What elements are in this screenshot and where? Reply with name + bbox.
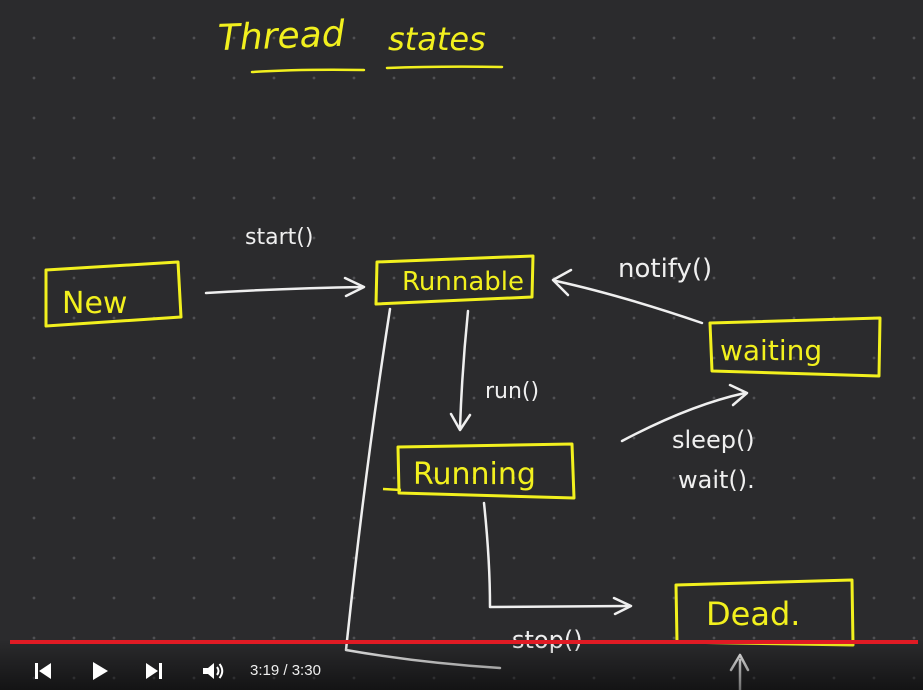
arrow-waiting-to-runnable <box>554 279 704 325</box>
volume-icon <box>203 663 224 679</box>
arrow-new-to-runnable <box>204 285 365 295</box>
arrow-running-to-dead <box>482 501 630 609</box>
time-display: 3:19 / 3:30 <box>250 662 321 679</box>
arrow-running-to-waiting <box>620 391 747 443</box>
arrow-runnable-to-running <box>458 309 470 430</box>
arrow-waiting-to-runnable-head <box>551 268 573 297</box>
state-label-new: New <box>62 286 127 321</box>
state-box-running <box>396 442 576 500</box>
skip-next-icon <box>146 663 162 679</box>
transition-label-start: start() <box>245 225 313 250</box>
arrow-new-to-runnable-head <box>343 276 366 298</box>
play-icon <box>93 662 108 680</box>
title-word-states: states <box>388 20 486 58</box>
arrow-running-to-waiting-head <box>728 383 749 407</box>
previous-button[interactable] <box>28 656 58 686</box>
state-label-running: Running <box>413 457 536 492</box>
title-word-thread: Thread <box>217 14 346 59</box>
title-underline-1 <box>250 68 366 74</box>
arrow-runnable-to-running-head <box>449 412 472 432</box>
state-box-waiting <box>708 316 882 378</box>
state-label-dead: Dead. <box>706 595 800 633</box>
volume-button[interactable] <box>198 656 228 686</box>
play-button[interactable] <box>84 656 114 686</box>
state-label-waiting: waiting <box>720 334 822 367</box>
time-separator: / <box>279 662 292 679</box>
player-controls-bar <box>0 640 923 690</box>
transition-label-notify: notify() <box>618 254 712 284</box>
skip-previous-icon <box>35 663 51 679</box>
transition-label-wait: wait(). <box>678 466 755 494</box>
state-label-runnable: Runnable <box>402 267 524 297</box>
next-button[interactable] <box>139 656 169 686</box>
state-box-runnable <box>374 254 535 306</box>
progress-bar[interactable] <box>10 640 918 644</box>
transition-label-sleep: sleep() <box>672 426 755 454</box>
title-underline-2 <box>385 65 504 70</box>
current-time: 3:19 <box>250 662 280 679</box>
state-box-running-tail <box>382 487 402 492</box>
state-box-new <box>44 260 183 328</box>
transition-label-run: run() <box>485 379 539 404</box>
arrow-running-to-dead-head <box>612 596 633 616</box>
duration: 3:30 <box>291 662 321 679</box>
